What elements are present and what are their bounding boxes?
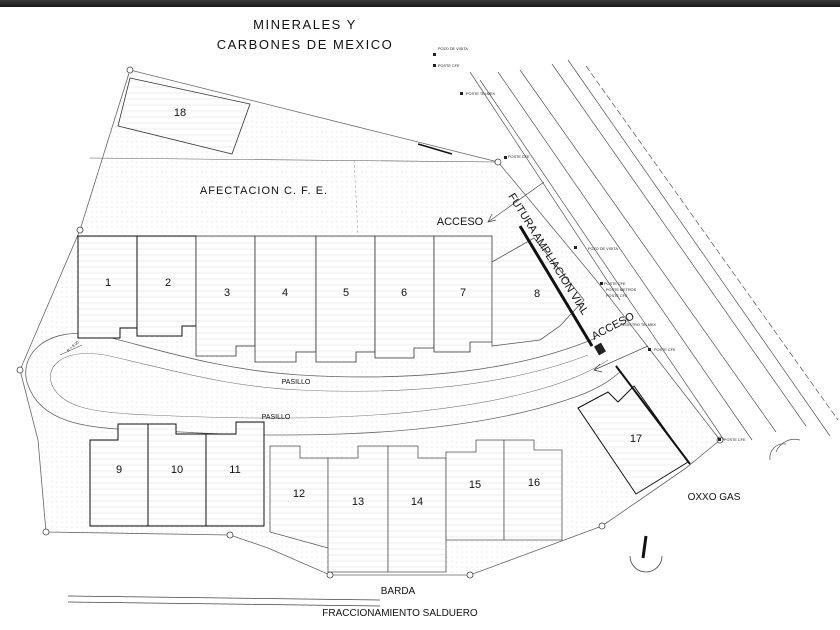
cfe-dimension-line [353,159,359,236]
north-arrow-icon [629,535,663,573]
lot-4-shape [254,235,317,363]
lot-18-label: 18 [174,107,186,119]
roundabout-arc-inner [769,443,787,461]
lot-3-label: 3 [224,287,230,299]
postes-metros-note: POSTE METROS [606,288,637,292]
road-lines [469,59,839,441]
cfe-zone-label: AFECTACION C. F. E. [200,185,328,197]
pasillo-inner [50,353,609,419]
lot-14-shape [387,445,447,573]
poste-cfe-note-4: POSTE CFE [606,294,628,298]
lot-13-shape [327,445,389,573]
lot-15-label: 15 [469,479,481,491]
pasillo-label-lower: PASILLO [262,414,291,421]
scale-bar [67,595,381,607]
lot-18-shape [117,77,251,155]
owner-name-line2: CARBONES DE MEXICO [217,37,394,52]
oxxo-label: OXXO GAS [688,492,741,503]
owner-name-line1: MINERALES Y [253,17,357,32]
lot-8-shape [491,237,585,347]
cfe-marker [417,143,453,155]
poste-cfe-note-5: POSTE CFE [654,348,676,352]
lot-6-label: 6 [401,287,407,299]
pozo-visita-note-2: POZO DE VISITA [588,247,618,251]
acceso-label-1: ACCESO [437,216,484,228]
lot-2-label: 2 [165,277,171,289]
lot-11-label: 11 [229,464,240,476]
acceso-arrow-2 [593,345,649,373]
roundabout-arc [775,438,801,453]
lot-17-shape [577,385,689,495]
pozo-visita-note-1: POZO DE VISITA [438,47,468,51]
cfe-boundary-line [89,157,499,163]
future-road-edge [518,225,594,347]
lot-9-label: 9 [116,464,122,476]
poste-telmex-note: POSTE TELMEX [466,92,496,96]
lot-5-shape [315,235,376,363]
lot-16-shape [503,439,563,541]
poste-cfe-note-1: POSTE CFE [438,64,460,68]
lot-4-label: 4 [282,287,288,299]
barda-label: BARDA [381,586,416,597]
survey-markers [16,66,724,579]
lot-10-label: 10 [171,464,183,476]
lot-8-label: 8 [534,288,540,300]
lot-17-road-edge [615,365,691,465]
service-markers [433,53,721,441]
pasillo-outer [25,333,621,436]
poste-cfe-note-6: POSTE CFE [724,438,746,442]
lot-13-label: 13 [352,496,364,508]
lot-17-label: 17 [630,433,642,445]
pasillo-label-upper: PASILLO [282,379,311,386]
lot-16-label: 16 [528,477,540,489]
access-gate-icon [594,342,606,356]
lot-11-shape [205,421,265,527]
lot-7-label: 7 [460,287,466,299]
lot-7-shape [433,235,493,353]
window-top-bar [0,0,840,7]
neighbor-label: FRACCIONAMIENTO SALDUERO [322,608,478,619]
radius-dimension [59,344,83,356]
lot-14-label: 14 [411,496,423,508]
lot-12-label: 12 [293,488,305,500]
lot-5-label: 5 [343,287,349,299]
lot-1-label: 1 [105,277,111,289]
registro-telmex-note: REGISTRO TELMEX [620,323,656,327]
poste-cfe-note-3: POSTE CFE [604,282,626,286]
poste-cfe-note-2: POSTE CFE [508,155,530,159]
acceso-arrow-1 [487,181,545,223]
